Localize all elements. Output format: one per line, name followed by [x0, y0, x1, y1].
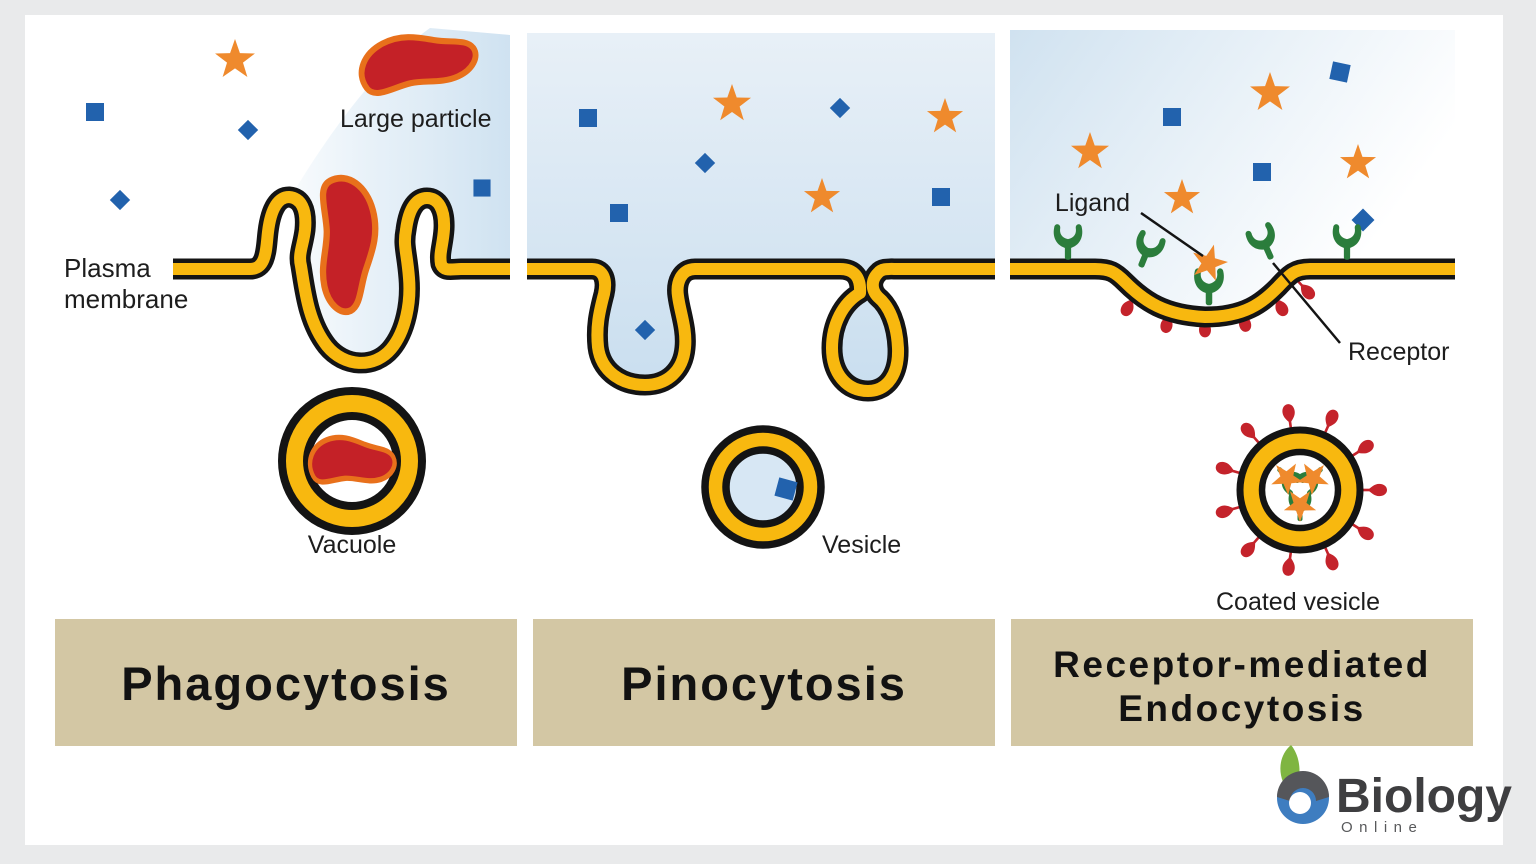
receptor-mediated-title-line1: Receptor-mediated — [1053, 644, 1431, 685]
panel-pinocytosis: Vesicle — [527, 33, 995, 559]
solute-square-icon — [579, 109, 597, 127]
logo-swirl — [1277, 771, 1329, 801]
receptor-pointer-line — [1272, 262, 1341, 344]
biology-online-logo: Biology Online — [1277, 745, 1512, 836]
vesicle — [701, 425, 825, 549]
solute-square-icon — [1253, 163, 1271, 181]
solute-square-icon — [1163, 108, 1181, 126]
ligand-pointer-line — [1140, 211, 1204, 258]
ligand-label: Ligand — [1055, 189, 1130, 217]
logo-center — [1289, 792, 1311, 814]
panel-phagocytosis: Large particle Plasma membrane Vacuole — [64, 12, 510, 559]
panel-receptor-mediated: Ligand Receptor — [1010, 30, 1455, 616]
solute-square-icon — [610, 204, 628, 222]
vesicle-label: Vesicle — [822, 531, 901, 559]
vacuole — [278, 387, 426, 535]
phagocytosis-title-box — [55, 619, 517, 746]
receptor-mediated-title-box — [1011, 619, 1473, 746]
logo-brand-text: Biology — [1336, 770, 1512, 823]
plasma-membrane-label-line1: Plasma — [64, 253, 151, 283]
large-particle-label: Large particle — [340, 105, 491, 133]
receptor-mediated-title-line2: Endocytosis — [1118, 688, 1366, 729]
plasma-membrane-label-line2: membrane — [64, 284, 188, 314]
coated-vesicle — [1214, 403, 1388, 577]
solute-square-icon — [932, 188, 950, 206]
pinocytosis-title-box — [533, 619, 995, 746]
solute-square-icon — [86, 103, 104, 121]
logo-tagline-text: Online — [1341, 819, 1423, 836]
solute-square-icon — [1329, 61, 1351, 83]
title-boxes: Phagocytosis Pinocytosis Receptor-mediat… — [55, 619, 1473, 746]
solute-square-icon — [473, 179, 491, 197]
phagocytosis-title: Phagocytosis — [121, 657, 451, 710]
extracellular-fluid — [252, 28, 510, 363]
coated-vesicle-label: Coated vesicle — [1216, 588, 1380, 616]
vacuole-label: Vacuole — [308, 531, 397, 559]
receptor-label: Receptor — [1348, 338, 1449, 366]
pinocytosis-title: Pinocytosis — [621, 657, 907, 710]
